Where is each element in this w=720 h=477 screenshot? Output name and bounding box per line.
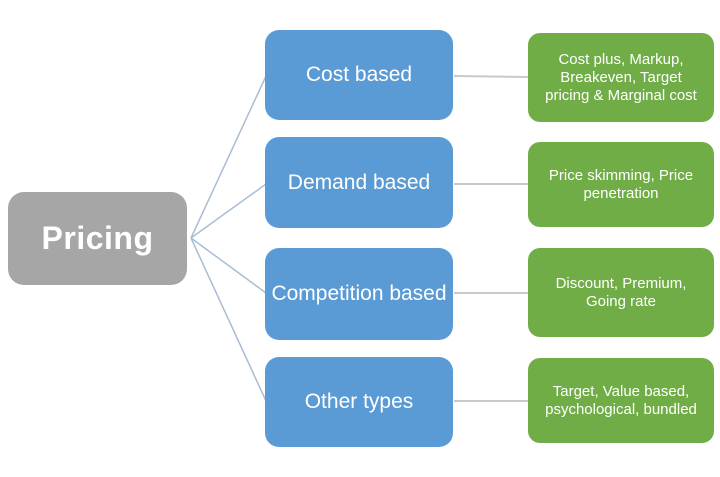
fan-line-competition-based	[190, 237, 267, 294]
detail-label: Target, Value based, psychological, bund…	[545, 382, 697, 418]
category-node-other-types: Other types	[265, 357, 453, 447]
category-label: Demand based	[287, 170, 431, 194]
connector-line-cost-based	[453, 75, 529, 78]
detail-label: Cost plus, Markup, Breakeven, Target pri…	[545, 50, 697, 104]
detail-label: Price skimming, Price penetration	[548, 166, 694, 202]
fan-line-demand-based	[190, 183, 267, 239]
root-node-pricing: Pricing	[8, 192, 187, 285]
detail-node-other-types: Target, Value based, psychological, bund…	[528, 358, 714, 443]
category-node-demand-based: Demand based	[265, 137, 453, 228]
root-node-label: Pricing	[41, 220, 154, 256]
category-node-cost-based: Cost based	[265, 30, 453, 120]
detail-label: Discount, Premium, Going rate	[555, 274, 687, 310]
fan-line-cost-based	[190, 75, 267, 239]
detail-node-demand-based: Price skimming, Price penetration	[528, 142, 714, 227]
fan-line-other-types	[190, 237, 267, 402]
detail-node-competition-based: Discount, Premium, Going rate	[528, 248, 714, 337]
category-node-competition-based: Competition based	[265, 248, 453, 340]
category-label: Other types	[304, 390, 414, 413]
detail-node-cost-based: Cost plus, Markup, Breakeven, Target pri…	[528, 33, 714, 122]
category-label: Competition based	[271, 282, 447, 305]
category-label: Cost based	[305, 63, 413, 86]
